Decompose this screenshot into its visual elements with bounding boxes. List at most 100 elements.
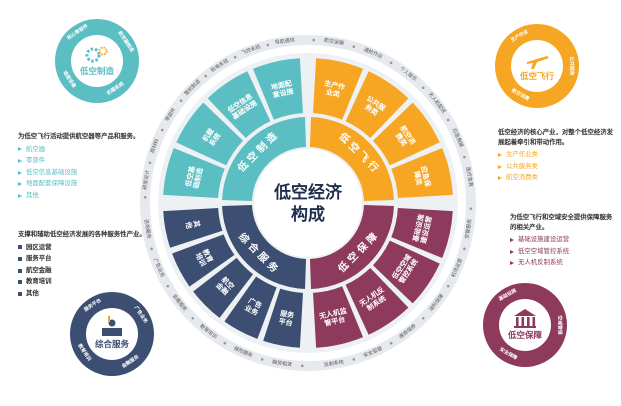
outer-ring-label: 融资租赁 <box>272 358 293 368</box>
sector-item-label: 其他 <box>184 219 202 230</box>
sector-manufacturing-band <box>222 117 307 202</box>
bank-column-icon <box>516 317 519 326</box>
ring-dot <box>312 38 315 42</box>
bullet-icon <box>498 176 502 181</box>
badge-flight-inner <box>511 40 563 92</box>
outer-ring-label: 咨询服务 <box>143 218 153 239</box>
pointer-icon <box>108 316 110 322</box>
panel-list-item-label: 服务平台 <box>26 254 52 263</box>
center-title-line1: 低空经济 <box>273 182 343 203</box>
panel-list-item-label: 生产作业类 <box>506 150 538 159</box>
ring-dot <box>223 341 227 345</box>
ring-dot <box>301 364 304 368</box>
panel-guarantee: 为低空飞行和空域安全提供保障服务的相关产业。 基础设施建设运营低空空域管控系统无… <box>510 213 618 270</box>
panel-list-item-label: 低空空域管控系统 <box>518 246 570 255</box>
ring-dot <box>148 161 152 165</box>
sector-item-label: 服务平台 <box>278 308 296 328</box>
badge-guarantee-inner <box>499 299 551 351</box>
ring-dot <box>463 247 466 251</box>
panel-service: 支撑和辅助低空经济发展的各种服务性产业。 园区运营服务平台航空金融教育培训其他 <box>18 230 148 301</box>
sector-guarantee-item-block <box>391 208 453 259</box>
sector-manufacturing-item-block <box>176 102 244 166</box>
bullet-icon <box>18 193 22 198</box>
sector-flight-item-block <box>372 102 440 166</box>
sector-manufacturing-item-block <box>207 71 271 139</box>
ring-dot <box>204 74 208 78</box>
panel-guarantee-list: 基础设施建设运营低空空域管控系统无人机反制系统 <box>510 235 618 268</box>
panel-list-item-label: 其他 <box>26 191 39 200</box>
bank-column-icon <box>532 317 536 326</box>
bullet-icon <box>18 170 22 175</box>
bullet-icon <box>18 147 22 152</box>
panel-list-item-label: 航空金融 <box>26 265 52 274</box>
center-title-line2: 构成 <box>291 204 325 225</box>
sector-flight-item-block <box>313 58 364 120</box>
ring-dot <box>389 341 393 345</box>
bullet-icon <box>18 257 22 262</box>
panel-list-item: 零部件 <box>18 156 156 166</box>
bank-base-icon <box>514 326 536 328</box>
sector-service-item-block <box>172 234 235 287</box>
panel-list-item-label: 航空消费类 <box>506 173 538 182</box>
sector-guarantee-item-block <box>313 286 364 348</box>
plane-icon <box>527 56 549 69</box>
bullet-icon <box>18 291 22 296</box>
bullet-icon <box>18 268 22 273</box>
bank-roof-icon <box>514 309 536 316</box>
outer-ring-label: 反制系统 <box>323 358 344 368</box>
panel-list-item-label: 园区运营 <box>26 242 52 251</box>
badge-title-manufacturing: 低空制造 <box>79 66 115 77</box>
ring-dot <box>352 45 356 48</box>
ring-dot <box>389 61 393 65</box>
panel-flight: 低空经济的核心产业，对整个低空经济发展起着牵引和带动作用。 生产作业类公共服务类… <box>498 128 618 185</box>
outer-ring-label: 航空运输 <box>324 37 345 47</box>
bullet-icon <box>18 182 22 187</box>
bullet-icon <box>18 280 22 285</box>
panel-manufacturing-desc: 为低空飞行活动提供航空器等产品和服务。 <box>18 132 140 140</box>
ring-dot <box>352 358 356 361</box>
panel-list-item: 无人机反制系统 <box>510 258 618 268</box>
outer-ring-label: 医疗急救 <box>464 167 474 188</box>
ring-dot <box>143 196 147 199</box>
outer-ring-label: 导航通信 <box>274 36 295 46</box>
bullet-icon <box>510 261 514 266</box>
panel-service-list: 园区运营服务平台航空金融教育培训其他 <box>18 243 148 299</box>
sector-flight-item-block <box>345 71 409 139</box>
badge-title-service: 综合服务 <box>95 339 130 350</box>
sector-flight-item-block <box>391 147 453 198</box>
panel-list-item: 教育培训 <box>18 277 148 287</box>
panel-list-item-label: 其他 <box>26 289 39 298</box>
outer-ring-label: 空管服务 <box>463 218 473 239</box>
panel-list-item: 公共服务类 <box>498 162 618 172</box>
panel-manufacturing-list: 航空器零部件低空信息基础设施地面配套保障设施其他 <box>18 145 156 201</box>
badge-tag: 公共服务 <box>569 56 576 75</box>
sector-guarantee-band <box>309 204 394 289</box>
sector-service-item-block <box>263 288 303 348</box>
ring-dot <box>469 207 473 210</box>
ring-dot <box>166 284 170 288</box>
panel-list-item-label: 地面配套保障设施 <box>26 179 78 188</box>
ring-dot <box>266 43 270 47</box>
panel-list-item: 生产作业类 <box>498 150 618 160</box>
desk-icon <box>102 328 122 336</box>
panel-flight-list: 生产作业类公共服务类航空消费类 <box>498 150 618 183</box>
panel-guarantee-desc: 为低空飞行和空域安全提供保障服务的相关产业。 <box>510 213 613 231</box>
ring-dot <box>191 316 195 320</box>
ring-dot <box>179 99 183 103</box>
sector-service-item-block <box>193 257 254 318</box>
panel-list-item-label: 公共服务类 <box>506 161 538 170</box>
panel-list-item: 低空信息基础设施 <box>18 168 156 178</box>
sector-service-band <box>222 204 307 289</box>
sector-service-item-block <box>163 208 223 248</box>
bullet-icon <box>510 238 514 243</box>
panel-list-item: 园区运营 <box>18 243 148 253</box>
panel-list-item: 航空金融 <box>18 266 148 276</box>
panel-manufacturing: 为低空飞行活动提供航空器等产品和服务。 航空器零部件低空信息基础设施地面配套保障… <box>18 132 156 203</box>
panel-list-item-label: 零部件 <box>26 156 46 165</box>
center-circle <box>254 149 362 257</box>
panel-list-item: 低空空域管控系统 <box>510 247 618 257</box>
panel-list-item-label: 航空器 <box>26 144 46 153</box>
person-icon <box>108 319 116 327</box>
